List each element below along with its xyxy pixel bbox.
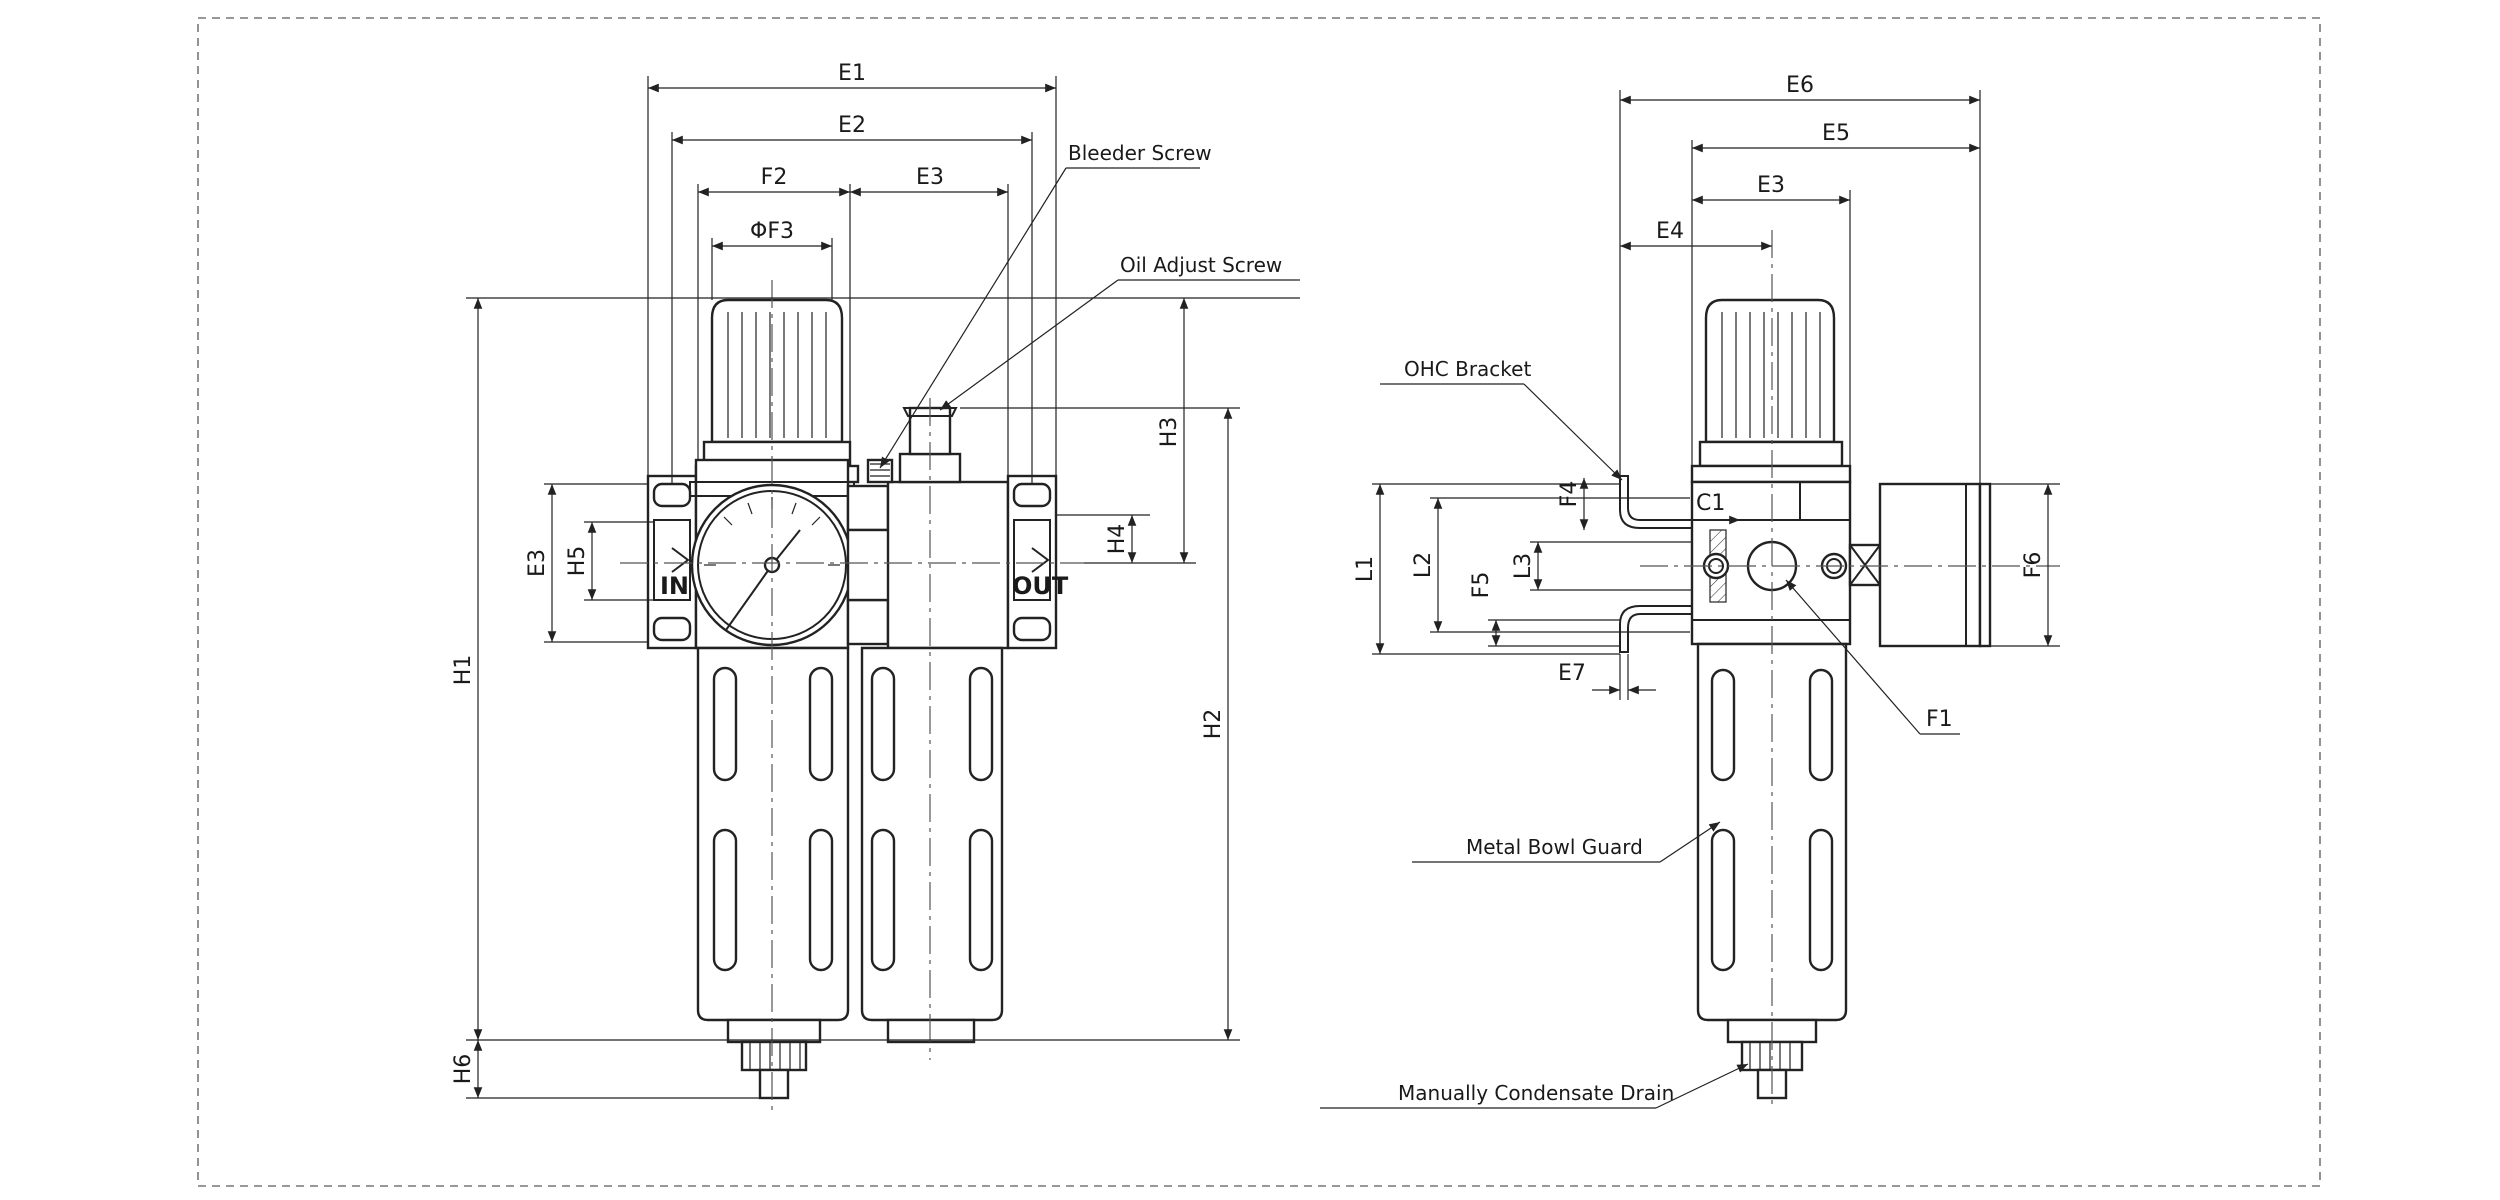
dim-f2: F2 (761, 165, 788, 190)
svg-text:Bleeder Screw: Bleeder Screw (1068, 141, 1212, 165)
lubricator-bowl (860, 646, 1004, 1044)
dim-h2: H2 (1201, 709, 1226, 740)
side-dimension-lines (1375, 95, 2053, 695)
side-extension-lines (1372, 90, 2060, 700)
svg-text:OHC Bracket: OHC Bracket (1404, 357, 1531, 381)
dim-h6: H6 (451, 1054, 476, 1085)
svg-text:Manually Condensate Drain: Manually Condensate Drain (1398, 1081, 1674, 1105)
dim-l2: L2 (1411, 552, 1436, 578)
metal-bowl-guard-callout: Metal Bowl Guard (1412, 821, 1721, 863)
dim-f4: F4 (1557, 481, 1582, 508)
dim-e1: E1 (838, 61, 866, 86)
manual-drain-callout: Manually Condensate Drain (1320, 1063, 1749, 1109)
svg-text:F1: F1 (1926, 707, 1953, 732)
dim-c1: C1 (1696, 491, 1725, 516)
side-view: E6 E5 E3 E4 L1 L2 L3 F5 F4 F6 C1 E7 F1 O… (1320, 73, 2060, 1110)
lubricator-head (866, 406, 1010, 650)
out-port-label: OUT (1012, 572, 1069, 600)
dim-e3-side: E3 (1757, 173, 1785, 198)
dim-e3-height: E3 (525, 549, 550, 577)
dim-h5: H5 (565, 546, 590, 577)
svg-text:Metal Bowl Guard: Metal Bowl Guard (1466, 835, 1643, 859)
oil-adjust-screw-callout: Oil Adjust Screw (939, 253, 1300, 411)
side-pressure-gauge (1848, 482, 1992, 648)
dim-e6: E6 (1786, 73, 1814, 98)
inlet-port-block (646, 474, 698, 650)
svg-text:Oil Adjust Screw: Oil Adjust Screw (1120, 253, 1282, 277)
in-port-label: IN (660, 572, 689, 600)
dim-h4: H4 (1105, 524, 1130, 555)
outlet-port-block (1006, 474, 1058, 650)
dim-f6: F6 (2021, 552, 2046, 579)
dim-l3: L3 (1511, 553, 1536, 579)
dim-f5: F5 (1469, 572, 1494, 599)
f1-callout: F1 (1785, 579, 1960, 735)
dim-e2: E2 (838, 113, 866, 138)
dim-e4: E4 (1656, 219, 1684, 244)
front-view: IN OUT (451, 61, 1300, 1110)
dim-e5: E5 (1822, 121, 1850, 146)
side-regulator-knob (1690, 298, 1852, 484)
ohc-bracket-callout: OHC Bracket (1380, 357, 1623, 481)
front-dimension-lines (473, 83, 1233, 1098)
dim-h3: H3 (1157, 417, 1182, 448)
dim-h1: H1 (451, 655, 476, 686)
filter-bowl (696, 646, 850, 1100)
ohc-bracket (1619, 475, 1693, 529)
dim-e3: E3 (916, 165, 944, 190)
bleeder-screw-callout: Bleeder Screw (879, 141, 1212, 469)
dim-l1: L1 (1353, 556, 1378, 582)
dim-phi-f3: ΦF3 (750, 219, 794, 244)
dim-e7: E7 (1558, 661, 1586, 686)
drawing-border (197, 17, 2321, 1187)
regulator-knob (694, 298, 860, 484)
